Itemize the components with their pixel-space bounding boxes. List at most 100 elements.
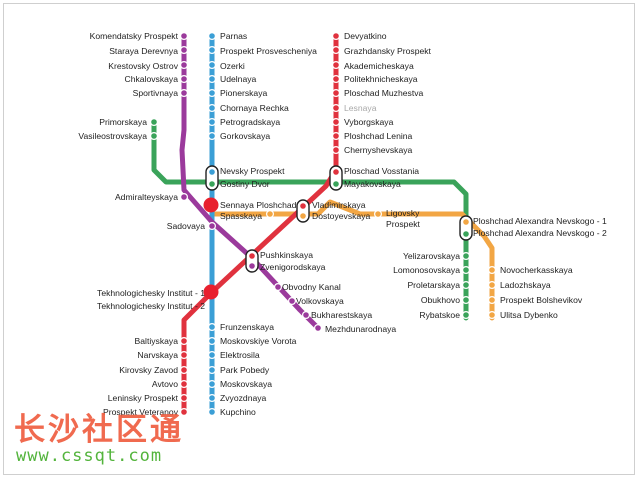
station-label: Obvodny Kanal	[282, 282, 341, 292]
station-label: Ploschad Muzhestva	[344, 88, 424, 98]
station-label: Zvenigorodskaya	[260, 262, 326, 272]
station-label: Prospekt Prosvescheniya	[220, 46, 317, 56]
station-dot-red	[180, 337, 189, 346]
station-dot-blue	[208, 45, 217, 54]
station-dot-red	[180, 351, 189, 360]
station-dot-orange	[299, 212, 308, 221]
station-dot-blue	[208, 31, 217, 40]
station-label: Prospekt	[386, 219, 421, 229]
station-label: Dostoyevskaya	[312, 211, 370, 221]
station-label: Chernyshevskaya	[344, 145, 413, 155]
station-label: Admiralteyskaya	[115, 192, 178, 202]
station-dot-purple	[208, 222, 217, 231]
station-label: Ladozhskaya	[500, 280, 551, 290]
station-dot-red	[332, 31, 341, 40]
station-dot-red	[332, 132, 341, 141]
station-label: Komendatsky Prospekt	[90, 31, 179, 41]
map-frame	[3, 3, 635, 475]
station-dot-purple	[180, 88, 189, 97]
station-dot-blue	[208, 117, 217, 126]
station-dot-blue	[208, 408, 217, 417]
station-dot-red	[299, 202, 308, 211]
station-label: Avtovo	[152, 379, 178, 389]
station-dot-red	[248, 252, 257, 261]
station-label: Elektrosila	[220, 350, 260, 360]
station-dot-blue	[208, 168, 217, 177]
station-label: Ploshchad Alexandra Nevskogo - 2	[473, 228, 607, 238]
station-dot-red	[332, 117, 341, 126]
station-dot-red	[180, 366, 189, 375]
station-label: Chkalovskaya	[125, 74, 179, 84]
station-dot-purple	[248, 262, 257, 271]
line-orange-path	[209, 199, 495, 321]
station-label: Baltiyskaya	[135, 336, 179, 346]
labels-right: Ploshchad Alexandra Nevskogo - 1 Ploshch…	[473, 216, 607, 320]
station-label: Frunzenskaya	[220, 322, 274, 332]
station-dot-blue	[208, 323, 217, 332]
station-dot-green	[462, 296, 471, 305]
station-label: Grazhdansky Prospekt	[344, 46, 432, 56]
station-label: Spasskaya	[220, 211, 262, 221]
station-label: Vladimirskaya	[312, 200, 366, 210]
station-label: Tekhnologichesky Institut - 1	[97, 288, 205, 298]
station-label: Bukharestskaya	[311, 310, 372, 320]
station-dot-red	[180, 394, 189, 403]
station-label: Ulitsa Dybenko	[500, 310, 558, 320]
station-label: Ploshchad Alexandra Nevskogo - 1	[473, 216, 607, 226]
watermark-chinese: 长沙社区通	[14, 412, 184, 448]
station-label: Nevsky Prospekt	[220, 166, 285, 176]
station-dot-green	[332, 180, 341, 189]
station-label: Pushkinskaya	[260, 250, 313, 260]
station-label: Rybatskoe	[419, 310, 460, 320]
station-label: Lesnaya	[344, 103, 377, 113]
watermark-url: www.cssqt.com	[16, 446, 163, 466]
station-label: Ozerki	[220, 61, 245, 71]
station-label: Politekhnicheskaya	[344, 74, 418, 84]
station-dot-blue	[208, 132, 217, 141]
labels-green-south: Yelizarovskaya Lomonosovskaya Proletarsk…	[393, 251, 460, 320]
station-label: Narvskaya	[137, 350, 178, 360]
station-dot-orange	[488, 311, 497, 320]
station-dot-red	[332, 45, 341, 54]
station-label: Petrogradskaya	[220, 117, 280, 127]
station-dot-orange	[488, 296, 497, 305]
station-dot-red	[180, 408, 189, 417]
station-label: Yelizarovskaya	[403, 251, 460, 261]
station-dot-green	[150, 117, 159, 126]
station-label: Devyatkino	[344, 31, 387, 41]
station-dot-orange	[374, 210, 383, 219]
station-dot-blue	[208, 380, 217, 389]
station-dot-red	[332, 74, 341, 83]
station-dot-orange	[488, 266, 497, 275]
station-label: Sennaya Ploshchad	[220, 200, 297, 210]
station-label: Tekhnologichesky Institut - 2	[97, 301, 205, 311]
station-dot-blue	[208, 60, 217, 69]
station-dot-purple	[314, 324, 323, 333]
station-label: Gostiny Dvor	[220, 179, 270, 189]
station-label: Volkovskaya	[296, 296, 344, 306]
station-label: Krestovsky Ostrov	[108, 61, 178, 71]
labels-left: Komendatsky Prospekt Staraya Derevnya Kr…	[78, 31, 205, 417]
station-dot-orange	[462, 218, 471, 227]
station-dot-red	[332, 60, 341, 69]
station-label: Akademicheskaya	[344, 61, 414, 71]
station-dot-green	[462, 252, 471, 261]
station-dot-purple	[180, 45, 189, 54]
station-dot-blue	[208, 103, 217, 112]
sennaya-transfer-dot	[203, 197, 219, 213]
station-label: Leninsky Prospekt	[108, 393, 179, 403]
station-dot-purple	[180, 60, 189, 69]
station-dot-blue	[208, 88, 217, 97]
station-dot-red	[332, 103, 341, 112]
station-label: Sportivnaya	[133, 88, 179, 98]
station-dot-purple	[288, 297, 297, 306]
station-label: Chornaya Rechka	[220, 103, 289, 113]
station-dot-purple	[302, 311, 311, 320]
station-label: Ploshchad Lenina	[344, 131, 413, 141]
station-dot-green	[462, 311, 471, 320]
station-dot-red	[180, 380, 189, 389]
station-dot-orange	[488, 281, 497, 290]
station-label: Kirovsky Zavod	[119, 365, 178, 375]
station-dot-red	[332, 168, 341, 177]
